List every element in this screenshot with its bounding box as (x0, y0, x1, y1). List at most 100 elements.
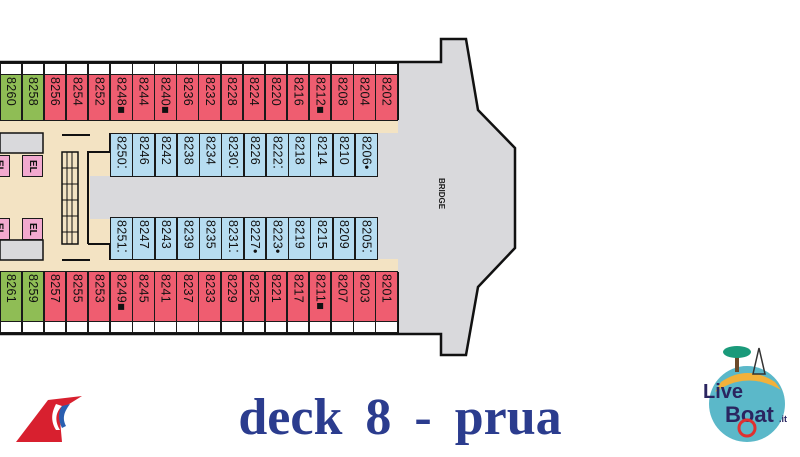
cabin-balcony (308, 321, 332, 333)
cabin-8252[interactable]: 8252 (87, 74, 111, 121)
cabin-8208[interactable]: 8208 (331, 74, 354, 121)
cabin-number: 8256 (48, 77, 63, 107)
cabin-8233[interactable]: 8233 (198, 271, 221, 322)
cabin-number: 8225 (247, 274, 262, 304)
cabin-8229[interactable]: 8229 (220, 271, 244, 322)
cabin-8234[interactable]: 8234 (199, 133, 222, 177)
cabin-8202[interactable]: 8202 (375, 74, 398, 121)
cabin-8205[interactable]: 8205⁚ (354, 217, 378, 260)
cabin-8242[interactable]: 8242 (154, 133, 178, 177)
cabin-8261[interactable]: 8261 (0, 271, 23, 322)
cabin-8217[interactable]: 8217 (286, 271, 310, 322)
cabin-number: 8206• (359, 136, 374, 170)
cabin-number: 8222⁚ (270, 136, 285, 170)
cabin-number: 8208 (335, 77, 350, 107)
cabin-number: 8240■ (158, 77, 173, 114)
cabin-8227[interactable]: 8227• (243, 217, 267, 260)
cabin-balcony (286, 321, 310, 333)
cabin-number: 8207 (335, 274, 350, 304)
elevator-top-2: EL (22, 155, 43, 177)
cabin-8220[interactable]: 8220 (264, 74, 288, 121)
cabin-8258[interactable]: 8258 (21, 74, 45, 121)
cabin-8245[interactable]: 8245 (132, 271, 155, 322)
cabin-8237[interactable]: 8237 (176, 271, 199, 322)
cabin-number: 8245 (136, 274, 151, 304)
cabin-8249[interactable]: 8249■ (110, 271, 133, 322)
cabin-8222[interactable]: 8222⁚ (265, 133, 289, 177)
cabin-number: 8246 (136, 136, 151, 166)
cabin-number: 8230⁚ (225, 136, 240, 170)
center-service-area (90, 176, 377, 219)
cabin-8210[interactable]: 8210 (332, 133, 356, 177)
cabin-8255[interactable]: 8255 (65, 271, 89, 322)
cabin-8254[interactable]: 8254 (65, 74, 89, 121)
cabin-8228[interactable]: 8228 (220, 74, 244, 121)
cabin-8239[interactable]: 8239 (176, 217, 200, 260)
cabin-8226[interactable]: 8226 (243, 133, 267, 177)
cabin-balcony (176, 321, 199, 333)
cabin-number: 8226 (248, 136, 263, 166)
service-room-bottom (0, 239, 44, 261)
cabin-8244[interactable]: 8244 (132, 74, 155, 121)
cabin-number: 8233 (202, 274, 217, 304)
cabin-number: 8255 (70, 274, 85, 304)
cabin-8250[interactable]: 8250⁚ (110, 133, 133, 177)
cabin-8257[interactable]: 8257 (43, 271, 67, 322)
cabin-number: 8231⁚ (225, 220, 240, 254)
cabin-8203[interactable]: 8203 (353, 271, 376, 322)
cabin-8256[interactable]: 8256 (43, 74, 67, 121)
cabin-8209[interactable]: 8209 (332, 217, 356, 260)
cabin-number: 8218 (292, 136, 307, 166)
deck-title: deck 8 - prua (238, 389, 562, 446)
cabin-8247[interactable]: 8247 (132, 217, 155, 260)
cabin-number: 8244 (136, 77, 151, 107)
svg-text:Live: Live (703, 381, 743, 403)
carnival-logo (16, 396, 82, 442)
cabin-8240[interactable]: 8240■ (154, 74, 177, 121)
cabin-8224[interactable]: 8224 (242, 74, 266, 121)
cabin-8219[interactable]: 8219 (288, 217, 311, 260)
cabin-8215[interactable]: 8215 (310, 217, 333, 260)
cabin-number: 8205⁚ (359, 220, 374, 254)
cabin-8206[interactable]: 8206• (354, 133, 378, 177)
cabin-8221[interactable]: 8221 (264, 271, 288, 322)
cabin-8232[interactable]: 8232 (198, 74, 221, 121)
cabin-number: 8260 (4, 77, 19, 107)
cabin-8241[interactable]: 8241 (154, 271, 177, 322)
cabin-number: 8251⁚ (114, 220, 129, 254)
stairs-icon (61, 151, 79, 245)
cabin-balcony (154, 321, 177, 333)
cabin-number: 8203 (357, 274, 372, 304)
cabin-balcony (0, 321, 23, 333)
cabin-8216[interactable]: 8216 (286, 74, 310, 121)
cabin-8207[interactable]: 8207 (331, 271, 354, 322)
cabin-8212[interactable]: 8212■ (308, 74, 332, 121)
cabin-8235[interactable]: 8235 (199, 217, 222, 260)
cabin-8238[interactable]: 8238 (176, 133, 200, 177)
cabin-number: 8237 (180, 274, 195, 304)
cabin-8214[interactable]: 8214 (310, 133, 333, 177)
cabin-8253[interactable]: 8253 (87, 271, 111, 322)
cabin-8251[interactable]: 8251⁚ (110, 217, 133, 260)
elevator-bottom-2: EL (22, 218, 43, 240)
cabin-8259[interactable]: 8259 (21, 271, 45, 322)
cabin-8223[interactable]: 8223• (265, 217, 289, 260)
cabin-number: 8242 (159, 136, 174, 166)
cabin-8201[interactable]: 8201 (375, 271, 398, 322)
cabin-8230[interactable]: 8230⁚ (221, 133, 244, 177)
cabin-8260[interactable]: 8260 (0, 74, 23, 121)
cabin-8231[interactable]: 8231⁚ (221, 217, 244, 260)
cabin-8248[interactable]: 8248■ (110, 74, 133, 121)
cabin-balcony (65, 321, 89, 333)
cabin-number: 8211■ (313, 274, 328, 310)
cabin-balcony (264, 321, 288, 333)
cabin-number: 8259 (26, 274, 41, 304)
cabin-8225[interactable]: 8225 (242, 271, 266, 322)
cabin-number: 8241 (158, 274, 173, 304)
cabin-8246[interactable]: 8246 (132, 133, 155, 177)
cabin-8243[interactable]: 8243 (154, 217, 178, 260)
cabin-8218[interactable]: 8218 (288, 133, 311, 177)
cabin-8204[interactable]: 8204 (353, 74, 376, 121)
cabin-8236[interactable]: 8236 (176, 74, 199, 121)
cabin-8211[interactable]: 8211■ (308, 271, 332, 322)
